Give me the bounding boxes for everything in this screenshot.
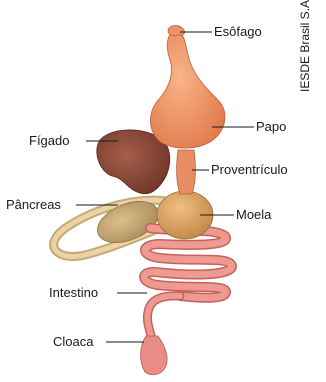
label-moela: Moela (236, 207, 271, 223)
label-cloaca: Cloaca (53, 334, 93, 350)
intestine (144, 228, 232, 340)
label-pancreas: Pâncreas (6, 197, 61, 213)
label-papo: Papo (256, 119, 286, 135)
label-intestino: Intestino (49, 285, 98, 301)
label-esofago: Esôfago (214, 24, 262, 40)
image-credit: IESDE Brasil S.A. (298, 0, 312, 92)
proventriculus (177, 150, 196, 194)
label-figado: Fígado (29, 133, 69, 149)
esophagus (168, 26, 185, 36)
cloaca (141, 336, 168, 375)
label-proventriculo: Proventrículo (211, 162, 288, 178)
crop (150, 32, 225, 148)
